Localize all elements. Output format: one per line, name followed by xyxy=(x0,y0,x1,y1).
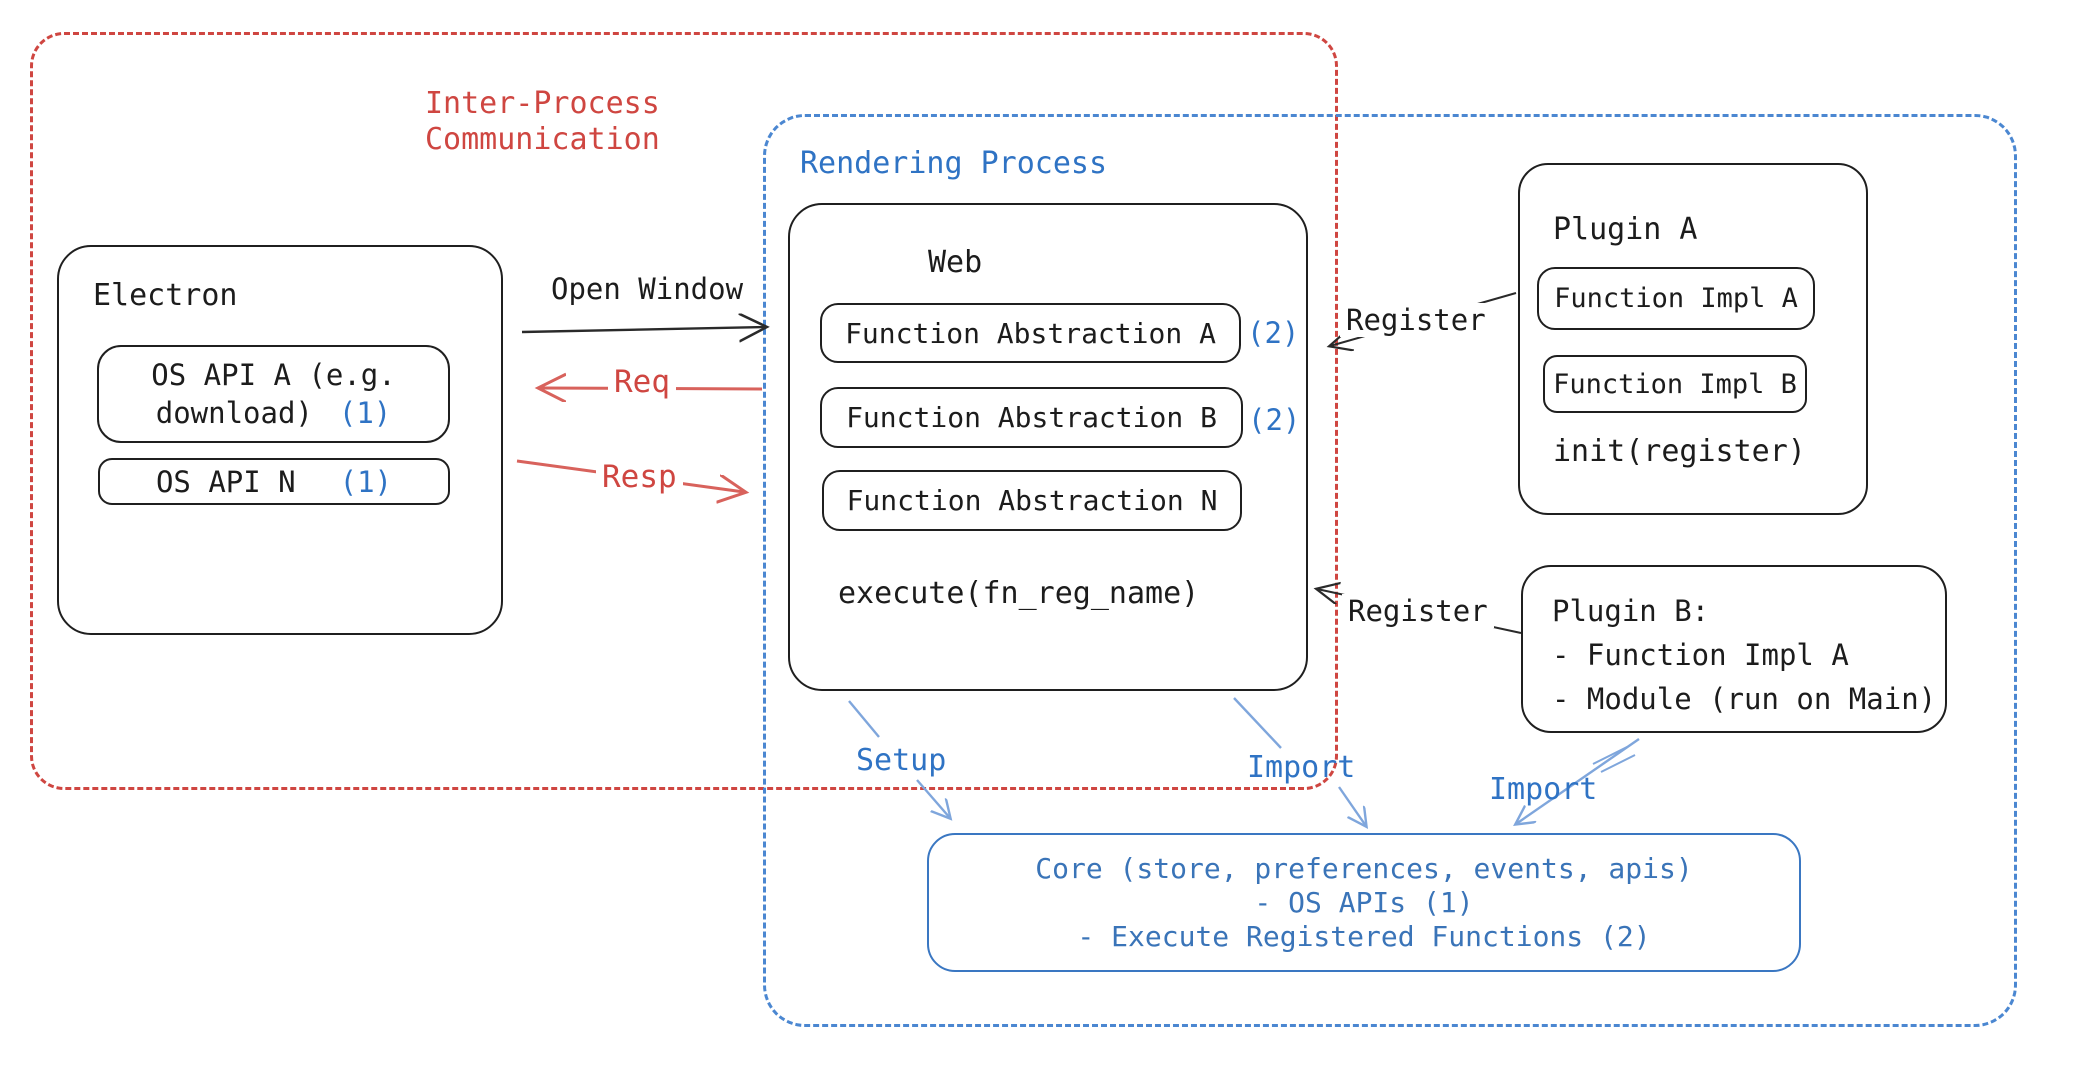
req-label: Req xyxy=(608,364,676,400)
function-abstraction-n-box: Function Abstraction N xyxy=(822,470,1242,531)
plugin-b-item2: - Module (run on Main) xyxy=(1552,682,1937,716)
execute-label: execute(fn_reg_name) xyxy=(838,576,1200,611)
core-box: Core (store, preferences, events, apis) … xyxy=(927,833,1801,972)
function-abstraction-a-badge: (2) xyxy=(1247,316,1300,350)
function-abstraction-b-box: Function Abstraction B xyxy=(820,387,1243,448)
plugin-b-title: Plugin B: xyxy=(1552,594,1710,628)
register-a-label: Register xyxy=(1340,303,1492,337)
ipc-label-line1: Inter-Process xyxy=(425,86,660,121)
electron-title: Electron xyxy=(93,278,238,313)
import2-label: Import xyxy=(1489,772,1598,807)
plugin-a-title: Plugin A xyxy=(1553,212,1698,247)
function-abstraction-b-badge: (2) xyxy=(1248,403,1301,437)
core-line3: - Execute Registered Functions (2) xyxy=(1077,919,1651,953)
os-api-n-label: OS API N xyxy=(155,464,296,499)
os-api-a-box: OS API A (e.g. download)(1) xyxy=(97,345,450,443)
ipc-label-line2: Communication xyxy=(425,122,660,157)
plugin-a-box xyxy=(1518,163,1868,515)
os-api-n-box: OS API N (1) xyxy=(98,458,450,505)
plugin-b-item1: - Function Impl A xyxy=(1552,638,1849,672)
os-api-a-line2: download)(1) xyxy=(155,396,392,430)
register-b-label: Register xyxy=(1342,594,1494,628)
init-register-label: init(register) xyxy=(1553,434,1806,469)
rendering-process-label: Rendering Process xyxy=(800,146,1108,181)
open-window-label: Open Window xyxy=(551,272,744,306)
web-title: Web xyxy=(928,245,983,280)
os-api-a-badge: (1) xyxy=(338,396,392,430)
plugin-b-box xyxy=(1521,565,1947,733)
ipc-label: Inter-Process Communication xyxy=(425,86,660,158)
function-impl-a-box: Function Impl A xyxy=(1537,267,1815,330)
os-api-n-badge: (1) xyxy=(339,464,393,499)
core-line1: Core (store, preferences, events, apis) xyxy=(1035,851,1693,885)
rendering-process-container xyxy=(763,114,2017,1027)
os-api-a-line1: OS API A (e.g. xyxy=(151,358,396,392)
plugin-b-content: Plugin B: - Function Impl A - Module (ru… xyxy=(1552,589,1936,721)
core-line2: - OS APIs (1) xyxy=(1254,885,1474,919)
function-abstraction-a-box: Function Abstraction A xyxy=(820,303,1241,363)
ipc-container xyxy=(30,32,1338,790)
setup-label: Setup xyxy=(856,743,947,778)
resp-label: Resp xyxy=(596,459,683,495)
function-impl-b-box: Function Impl B xyxy=(1543,355,1807,413)
import1-label: Import xyxy=(1247,750,1356,785)
